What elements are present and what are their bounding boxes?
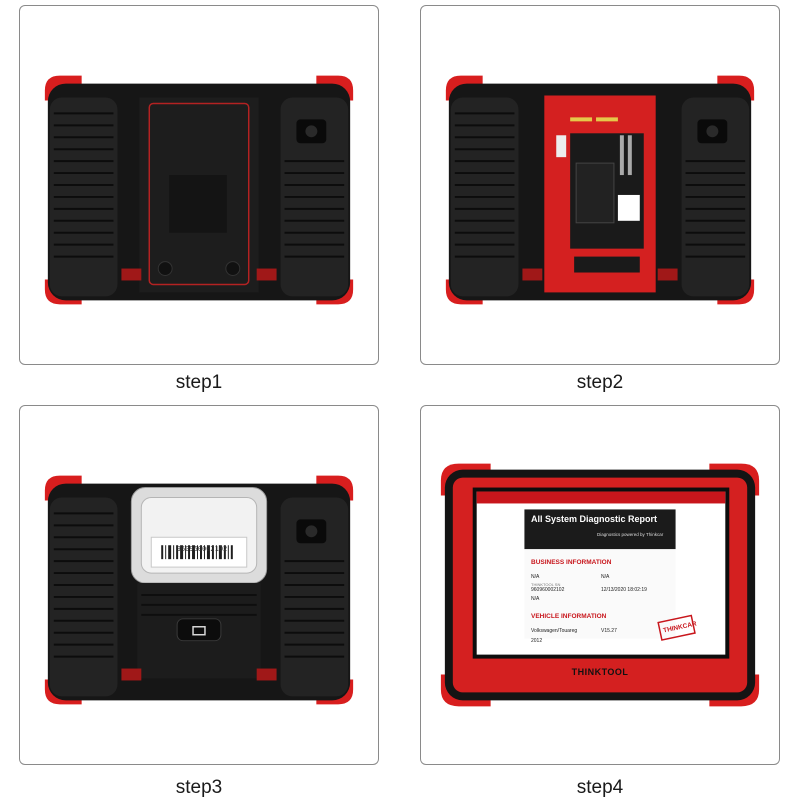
report-title: All System Diagnostic Report xyxy=(531,514,658,524)
step3-panel: 960960002102 xyxy=(19,405,379,765)
year-value: 2012 xyxy=(531,638,543,644)
na-value-2: N/A xyxy=(601,574,610,580)
date-value: 12/13/2020 18:02:19 xyxy=(601,587,647,593)
step3-label: step3 xyxy=(175,777,223,798)
step2-label: step2 xyxy=(576,372,624,393)
topbar-back-report[interactable]: Report xyxy=(493,505,512,511)
device-back-printer-installed-image xyxy=(44,475,354,705)
device-front-image xyxy=(440,463,760,707)
business-info-heading: BUSINESS INFORMATION xyxy=(531,559,612,566)
thinktool-brand: THINKTOOL xyxy=(571,667,629,677)
step1-panel xyxy=(19,5,379,365)
model-value: Volkswagen/Touareg xyxy=(531,628,578,634)
na-value-3: N/A xyxy=(531,596,540,602)
version-value: V15.27 xyxy=(601,628,617,634)
step1-label: step1 xyxy=(175,372,223,393)
thinkcar-stamp: THINKCAR xyxy=(662,620,698,635)
step4-panel: Report All System Diagnostic Report Diag… xyxy=(420,405,780,765)
tablet-screen: Report All System Diagnostic Report Diag… xyxy=(421,406,779,764)
report-subtitle: Diagnostics powered by Thinkcar xyxy=(597,532,664,537)
vehicle-info-heading: VEHICLE INFORMATION xyxy=(531,613,607,620)
device-back-closed-image xyxy=(44,75,354,305)
sn-value: 960960002102 xyxy=(531,587,565,593)
step4-label: step4 xyxy=(576,777,624,798)
step2-panel xyxy=(420,5,780,365)
sn-label: THINKTOOL SN xyxy=(531,582,561,587)
printer-receipt-barcode-number: 960960002102 xyxy=(176,545,228,553)
na-value-1: N/A xyxy=(531,574,540,580)
device-back-cover-removed-image xyxy=(445,75,755,305)
